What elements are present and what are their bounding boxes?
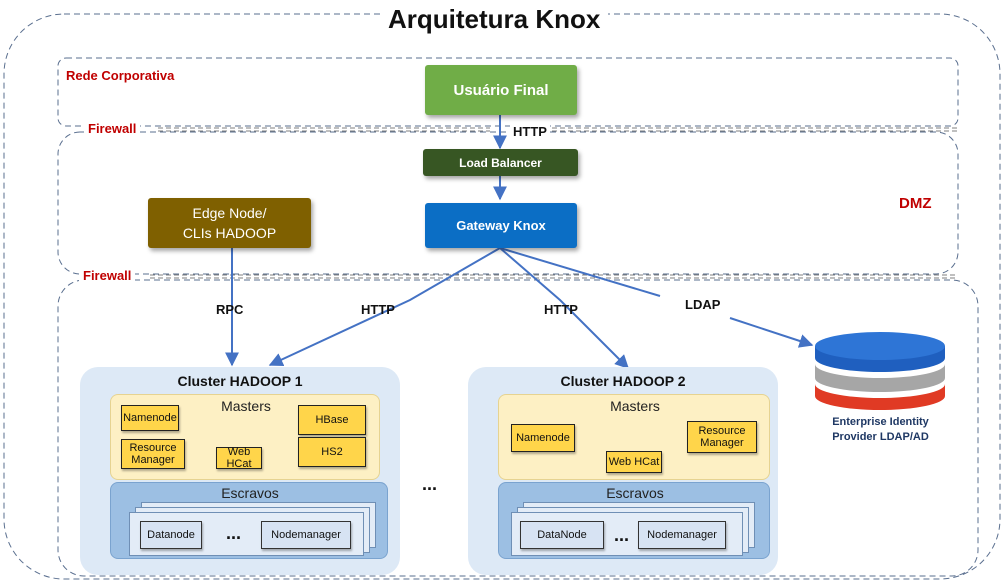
- firewall-top-label: Firewall: [84, 121, 141, 136]
- cluster-2-slaves-label: Escravos: [606, 485, 664, 501]
- cluster-2-namenode: Namenode: [511, 424, 575, 452]
- cluster-1-datanode: Datanode: [140, 521, 202, 549]
- edge-label-ldap: LDAP: [685, 297, 721, 312]
- cluster-2-slave-card-front: DataNode ... Nodemanager: [511, 512, 743, 556]
- identity-provider-label: Enterprise Identity Provider LDAP/AD: [808, 415, 953, 445]
- end-user-label: Usuário Final: [453, 81, 549, 99]
- edge-node-label-1: Edge Node/: [192, 205, 267, 221]
- cluster-1: Cluster HADOOP 1 Masters Namenode Resour…: [80, 367, 400, 575]
- cluster-1-resource-manager: Resource Manager: [121, 439, 185, 469]
- clusters-ellipsis: ...: [422, 474, 438, 494]
- gateway-knox-label: Gateway Knox: [456, 218, 546, 233]
- end-user-node: Usuário Final: [425, 65, 577, 115]
- cluster-1-masters: Masters Namenode Resource Manager Web HC…: [110, 394, 380, 480]
- cluster-1-slave-ellipsis: ...: [226, 523, 242, 543]
- cluster-2-title: Cluster HADOOP 2: [560, 373, 686, 389]
- edge-label-http-right: HTTP: [544, 302, 578, 317]
- gateway-knox-node: Gateway Knox: [425, 203, 577, 248]
- corporate-network-label: Rede Corporativa: [66, 68, 175, 83]
- edge-label-rpc: RPC: [216, 302, 244, 317]
- outer-frame: [3, 13, 1001, 580]
- ldap-database-icon: [815, 332, 945, 410]
- cluster-2-resource-manager: Resource Manager: [687, 421, 757, 453]
- dmz-label: DMZ: [899, 195, 932, 212]
- firewall-bottom-label: Firewall: [79, 268, 136, 283]
- edge-node-label-2: CLIs HADOOP: [182, 225, 277, 241]
- identity-provider-label-1: Enterprise Identity: [832, 416, 929, 428]
- cluster-2-slave-ellipsis: ...: [614, 525, 630, 545]
- load-balancer-node: Load Balancer: [423, 149, 578, 176]
- cluster-2: Cluster HADOOP 2 Masters Namenode Resour…: [468, 367, 778, 575]
- corporate-zone: [57, 57, 959, 127]
- cluster-1-hs2: HS2: [298, 437, 366, 467]
- cluster-1-webhcat: Web HCat: [216, 446, 262, 470]
- edge-label-http-top: HTTP: [510, 124, 550, 139]
- cluster-1-slave-card-front: Datanode ... Nodemanager: [129, 512, 364, 556]
- dmz-zone: [57, 131, 959, 275]
- arrow-gateway-cluster2: [499, 247, 629, 369]
- line-gateway-ldap: [499, 247, 661, 297]
- cluster-1-nodemanager: Nodemanager: [261, 521, 351, 549]
- diagram-title: Arquitetura Knox: [380, 2, 609, 36]
- load-balancer-label: Load Balancer: [459, 155, 542, 170]
- internal-zone: [57, 279, 979, 577]
- cluster-2-datanode: DataNode: [520, 521, 604, 549]
- edge-node: Edge Node/ CLIs HADOOP: [148, 198, 311, 248]
- arrow-gateway-cluster1: [268, 247, 501, 367]
- cluster-1-masters-label: Masters: [221, 398, 271, 414]
- cluster-2-masters: Masters Namenode Resource Manager Web HC…: [498, 394, 770, 480]
- cluster-2-nodemanager: Nodemanager: [638, 521, 726, 549]
- cluster-1-title: Cluster HADOOP 1: [177, 373, 303, 389]
- edge-label-http-left: HTTP: [361, 302, 395, 317]
- cluster-1-hbase: HBase: [298, 405, 366, 435]
- cluster-2-slaves: Escravos DataNode ... Nodemanager: [498, 482, 770, 559]
- identity-provider-label-2: Provider LDAP/AD: [832, 431, 929, 443]
- cluster-1-slaves: Escravos Datanode ... Nodemanager: [110, 482, 388, 559]
- cluster-1-namenode: Namenode: [121, 405, 179, 431]
- arrow-ldap-idp: [729, 317, 814, 348]
- cluster-1-slaves-label: Escravos: [221, 485, 279, 501]
- cluster-2-webhcat: Web HCat: [606, 451, 662, 473]
- cluster-2-masters-label: Masters: [610, 398, 660, 414]
